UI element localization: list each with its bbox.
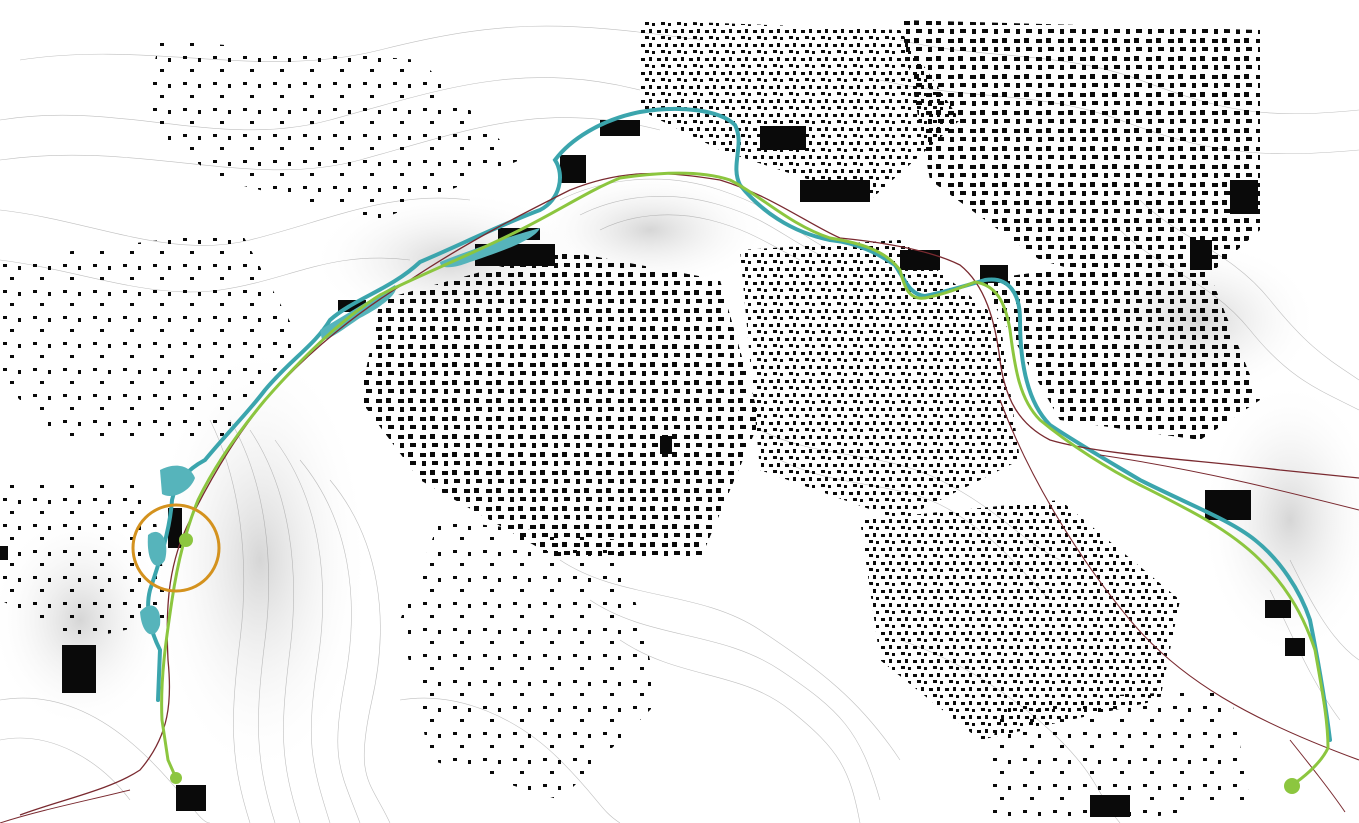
river-channel	[146, 106, 1332, 742]
north-west-buildings	[140, 40, 520, 220]
river-pond	[140, 605, 161, 635]
industrial-building	[176, 785, 206, 811]
railway-line	[19, 172, 1359, 816]
industrial-building	[1285, 638, 1305, 656]
railway-branch	[999, 399, 1359, 761]
trail	[160, 171, 1330, 794]
industrial-building	[760, 126, 806, 150]
south-east-edge-buildings	[980, 690, 1250, 823]
industrial-building	[800, 180, 870, 202]
industrial-building	[1265, 600, 1291, 618]
industrial-building	[660, 436, 672, 454]
industrial-building	[1190, 240, 1212, 270]
east-district-buildings	[980, 250, 1260, 440]
river-pond	[160, 465, 195, 497]
industrial-building	[560, 155, 586, 183]
industrial-building	[0, 546, 8, 560]
southeast-buildings	[860, 500, 1180, 740]
industrial-building	[600, 120, 640, 136]
trail-path	[160, 171, 1330, 787]
industrial-building	[1230, 180, 1258, 214]
railway-branch	[1289, 739, 1346, 813]
west-district-buildings	[0, 230, 300, 440]
trail-endpoint-marker	[170, 772, 182, 784]
industrial-building	[900, 250, 940, 270]
railway-branch	[0, 789, 131, 823]
industrial-building	[62, 645, 96, 693]
highlight-circle	[131, 503, 221, 593]
industrial-building	[1090, 795, 1130, 817]
north-district-buildings	[640, 20, 960, 200]
northeast-district-buildings	[900, 20, 1260, 300]
railway-branch	[1099, 454, 1359, 511]
trail-endpoint-marker	[1284, 778, 1300, 794]
river-pond	[147, 531, 167, 566]
central-district-buildings	[360, 250, 760, 560]
trail-endpoint-marker	[179, 533, 193, 547]
southwest-buildings	[0, 480, 170, 640]
east-central-buildings	[740, 240, 1020, 520]
building-footprints	[0, 20, 1305, 823]
south-central-buildings	[400, 520, 660, 800]
railway	[0, 172, 1359, 823]
